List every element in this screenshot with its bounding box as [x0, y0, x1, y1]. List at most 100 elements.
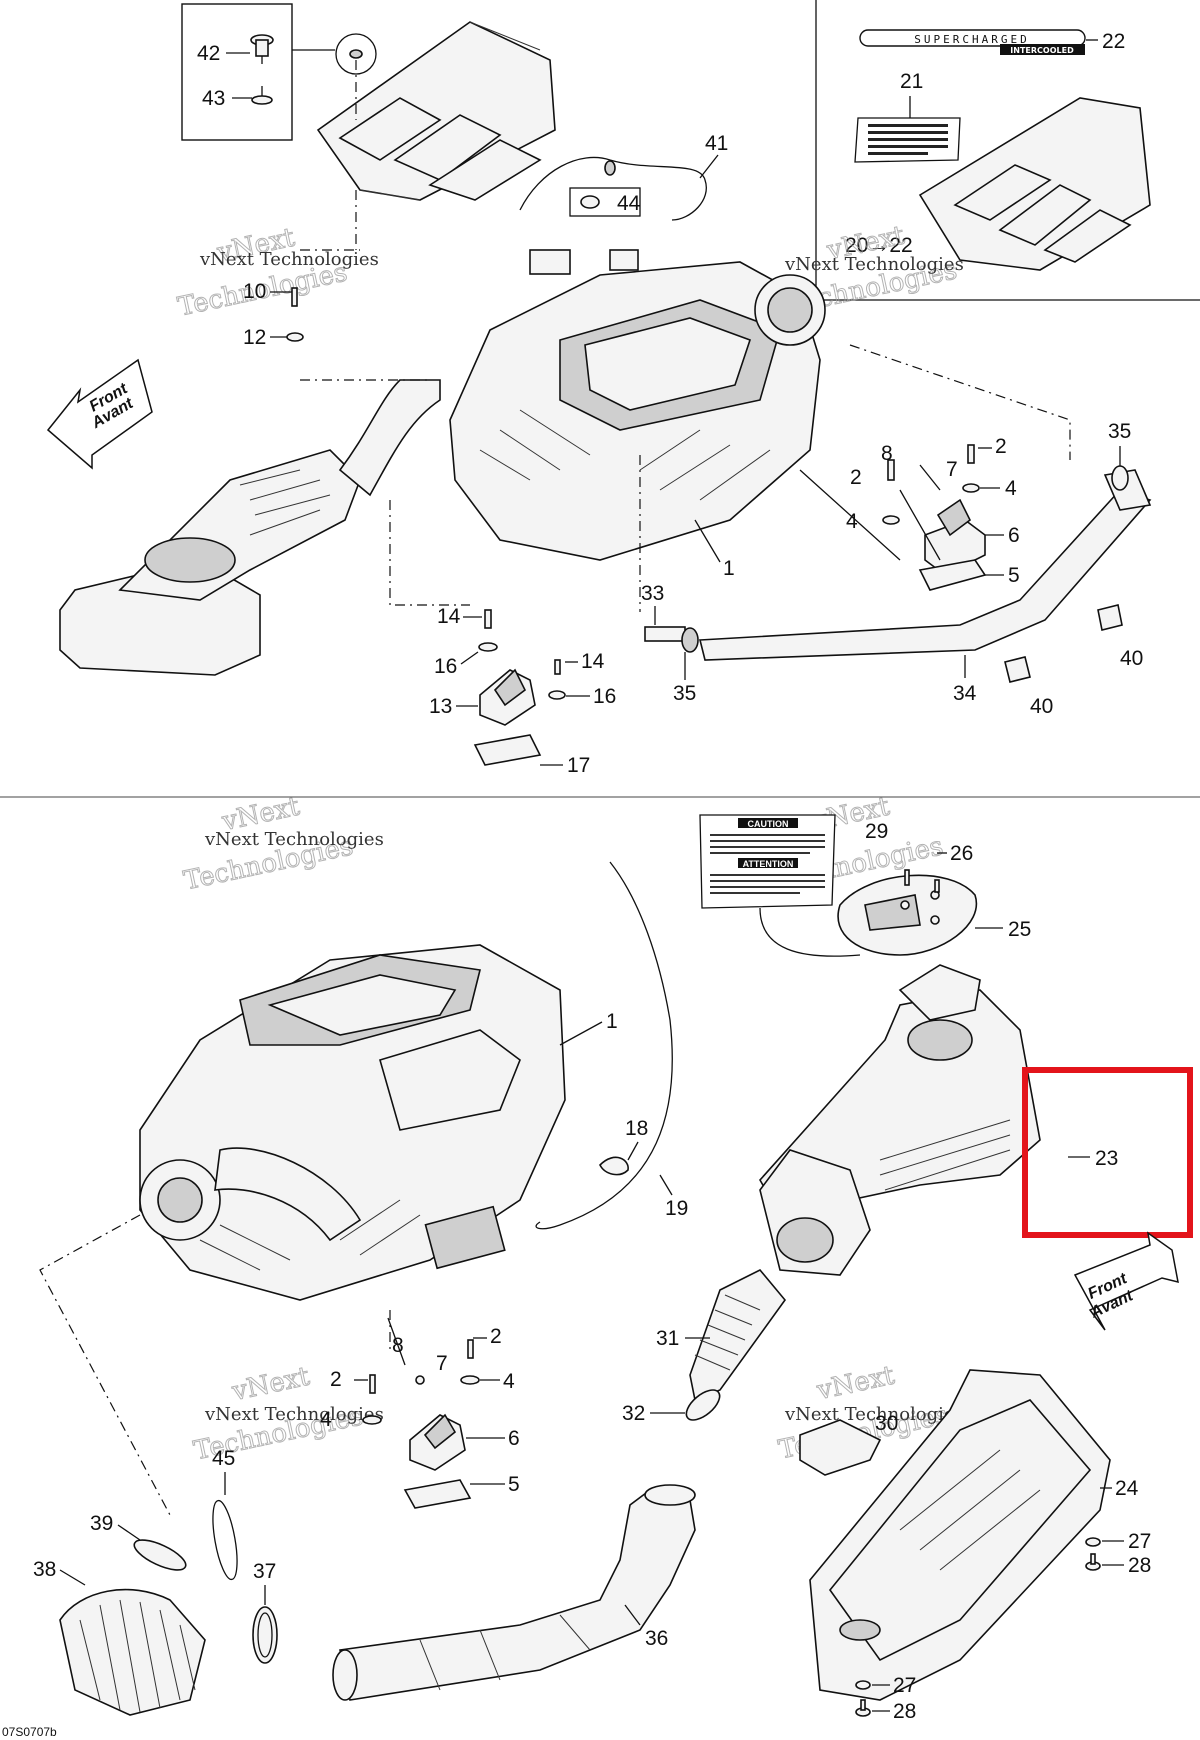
- watermark-caption-lower-bottom-left: vNext Technologies: [204, 1404, 384, 1425]
- ring-45-icon: [212, 1499, 238, 1581]
- callout-28-b: 28: [893, 1700, 916, 1723]
- callout-6-lower: 6: [508, 1427, 520, 1450]
- engine-cover-right: [918, 97, 1151, 271]
- callout-44: 44: [617, 192, 641, 215]
- callout-24: 24: [1115, 1477, 1139, 1500]
- engine-cover-top: [316, 21, 556, 201]
- clip-18-icon: [599, 1156, 629, 1176]
- airbox-upper: [59, 379, 441, 676]
- callout-33: 33: [641, 582, 664, 605]
- callout-1-lower: 1: [606, 1010, 618, 1033]
- callout-45: 45: [212, 1447, 235, 1470]
- figure-code: 07S0707b: [2, 1725, 57, 1739]
- callout-8-upper: 8: [881, 442, 893, 465]
- engine-lower: [139, 944, 566, 1301]
- engine-mount-lower: [362, 1317, 480, 1509]
- front-arrow-lower: Front Avant: [1073, 1231, 1179, 1331]
- callout-4-lower-b: 4: [320, 1408, 332, 1431]
- inset-box-42-43: [181, 3, 293, 141]
- airbox-cover-25: [837, 869, 978, 956]
- hose-38: [59, 1588, 206, 1716]
- callout-4-lower-a: 4: [503, 1370, 515, 1393]
- callout-39: 39: [90, 1512, 113, 1535]
- callout-13: 13: [429, 695, 452, 718]
- callout-7-upper: 7: [946, 458, 958, 481]
- callout-23: 23: [1095, 1147, 1118, 1170]
- callout-27-a: 27: [1128, 1530, 1151, 1553]
- callout-16-b: 16: [593, 685, 616, 708]
- lower-panel: vNext Technologies vNext Technologies vN…: [2, 791, 1193, 1739]
- callout-4-upper-a: 4: [1005, 477, 1017, 500]
- callout-40-a: 40: [1120, 647, 1143, 670]
- watermark-caption-lower-bottom-right: vNext Technologies: [784, 1404, 964, 1425]
- callout-43: 43: [202, 87, 225, 110]
- tray-24: [809, 1369, 1111, 1701]
- svg-text:vNext: vNext: [814, 1360, 898, 1406]
- airbox-23: [759, 964, 1041, 1276]
- upper-panel: 42 43 41 44 SUPERCHAR: [46, 0, 1200, 777]
- callout-7-lower: 7: [436, 1352, 448, 1375]
- callout-6-upper: 6: [1008, 524, 1020, 547]
- cover-30: [799, 1419, 882, 1476]
- callout-27-b: 27: [893, 1674, 916, 1697]
- clamp-37-icon: [252, 1606, 278, 1664]
- hose-34: [698, 469, 1152, 661]
- callout-16-a: 16: [434, 655, 457, 678]
- caution-label-29: CAUTION ATTENTION: [699, 814, 836, 909]
- engine-mount-right-upper: [799, 444, 987, 591]
- callout-5-upper: 5: [1008, 564, 1020, 587]
- warning-label-21: [854, 117, 961, 163]
- duct-36: [332, 1484, 696, 1701]
- callout-21: 21: [900, 70, 923, 93]
- fastener-42-icon: [250, 34, 274, 64]
- callout-38: 38: [33, 1558, 56, 1581]
- watermark-caption-lower-left: vNext Technologies: [204, 829, 384, 850]
- screw-28-a-icon: [1085, 1553, 1101, 1571]
- callout-35-lower: 35: [673, 682, 696, 705]
- callout-2-lower-b: 2: [330, 1368, 342, 1391]
- supercharged-emblem: SUPERCHARGED INTERCOOLED: [859, 29, 1086, 55]
- fitting-33-icon: [644, 626, 699, 653]
- clamp-44-icon: [569, 160, 641, 217]
- nut-27-b-icon: [855, 1680, 871, 1690]
- callout-2-lower-a: 2: [490, 1325, 502, 1348]
- callout-25: 25: [1008, 918, 1031, 941]
- clip-40-b-icon: [1004, 656, 1031, 683]
- callout-28-a: 28: [1128, 1554, 1151, 1577]
- callout-12: 12: [243, 326, 266, 349]
- callout-20-22: 20→22: [845, 234, 913, 257]
- emblem-text-supercharged: SUPERCHARGED: [914, 33, 1029, 46]
- callout-32: 32: [622, 1402, 645, 1425]
- washer-43-icon: [251, 86, 273, 105]
- attention-title: ATTENTION: [743, 859, 794, 869]
- callout-1-upper: 1: [723, 557, 735, 580]
- callout-35-upper: 35: [1108, 420, 1131, 443]
- engine-upper: [449, 249, 826, 561]
- svg-text:vNext: vNext: [229, 1361, 313, 1407]
- emblem-text-intercooled: INTERCOOLED: [1010, 46, 1074, 55]
- callout-14-a: 14: [437, 605, 461, 628]
- callout-10: 10: [243, 280, 266, 303]
- duct-31: [685, 1269, 787, 1421]
- clamp-39-icon: [133, 1539, 187, 1571]
- callout-29: 29: [865, 820, 888, 843]
- callout-37: 37: [253, 1560, 276, 1583]
- callout-4-upper-b: 4: [846, 510, 858, 533]
- front-arrow-upper: Front Avant: [46, 358, 153, 470]
- watermark-caption-upper-left: vNext Technologies: [199, 249, 379, 270]
- nut-27-a-icon: [1085, 1537, 1101, 1547]
- callout-2-upper-a: 2: [995, 435, 1007, 458]
- callout-30: 30: [875, 1412, 898, 1435]
- callout-34: 34: [953, 682, 977, 705]
- watermark-caption-upper-right: vNext Technologies: [784, 254, 964, 275]
- callout-31: 31: [656, 1327, 679, 1350]
- callout-36: 36: [645, 1627, 668, 1650]
- callout-8-lower: 8: [392, 1334, 404, 1357]
- callout-2-upper-b: 2: [850, 466, 862, 489]
- callout-14-b: 14: [581, 650, 605, 673]
- caution-title: CAUTION: [748, 819, 789, 829]
- callout-19: 19: [665, 1197, 688, 1220]
- callout-41: 41: [705, 132, 728, 155]
- callout-22: 22: [1102, 30, 1125, 53]
- engine-mount-left-upper: [473, 609, 566, 766]
